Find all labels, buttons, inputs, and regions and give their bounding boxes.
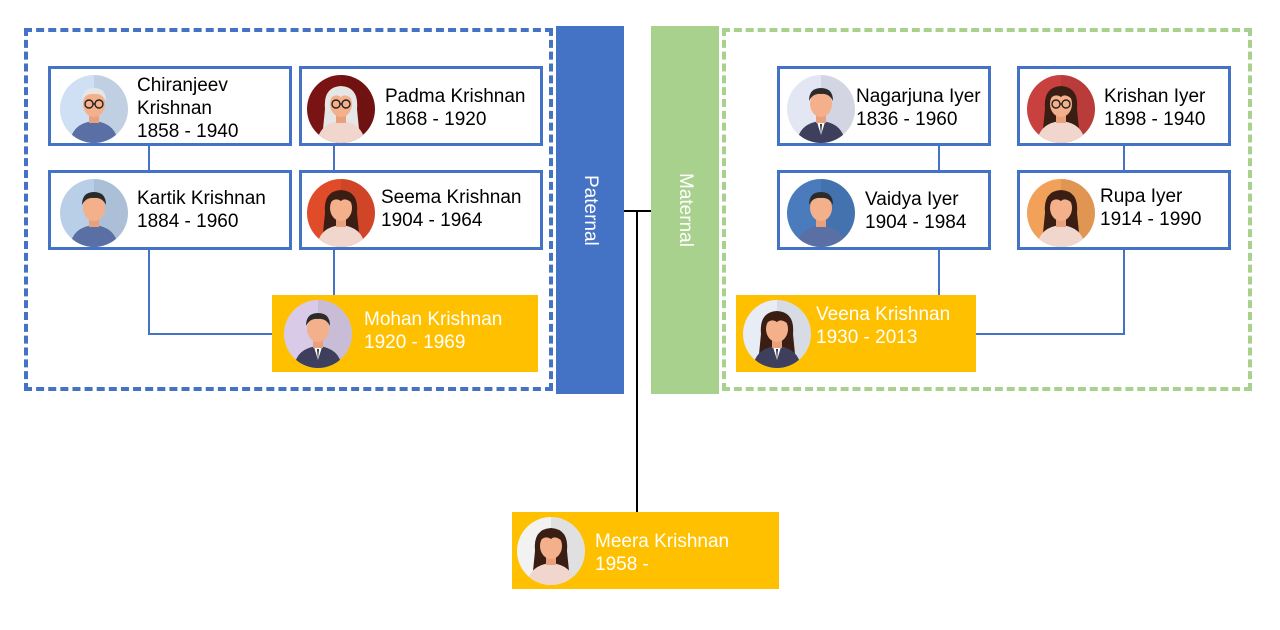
connector-line bbox=[1123, 146, 1125, 171]
paternal-section-frame bbox=[24, 28, 553, 391]
person-card-padma[interactable]: Padma Krishnan 1868 - 1920 bbox=[299, 66, 543, 146]
person-years: 1914 - 1990 bbox=[1100, 209, 1202, 230]
person-years: 1904 - 1984 bbox=[865, 212, 967, 233]
maternal-section-frame bbox=[722, 28, 1252, 391]
man-suit-avatar-icon bbox=[787, 75, 855, 143]
connector-line bbox=[333, 146, 335, 171]
connector-line bbox=[148, 333, 273, 335]
paternal-label: Paternal bbox=[580, 174, 601, 246]
person-years: 1930 - 2013 bbox=[816, 327, 918, 348]
person-name: Meera Krishnan bbox=[595, 531, 730, 552]
person-card-nagarjuna[interactable]: Nagarjuna Iyer 1836 - 1960 bbox=[777, 66, 991, 146]
person-card-kartik[interactable]: Kartik Krishnan 1884 - 1960 bbox=[48, 170, 292, 250]
person-card-chiranjeev[interactable]: Chiranjeev Krishnan 1858 - 1940 bbox=[48, 66, 292, 146]
person-name: Krishan Iyer bbox=[1104, 86, 1206, 107]
woman-avatar-icon bbox=[1027, 179, 1095, 247]
person-name: Nagarjuna Iyer bbox=[856, 86, 981, 107]
elderly-man-avatar-icon bbox=[60, 75, 128, 143]
connector-line bbox=[333, 249, 335, 296]
connector-line bbox=[148, 249, 150, 335]
person-name: Kartik Krishnan bbox=[137, 188, 266, 209]
person-name: Vaidya Iyer bbox=[865, 189, 959, 210]
man-suit-avatar-icon bbox=[284, 300, 352, 368]
person-name: Veena Krishnan bbox=[816, 304, 951, 325]
person-years: 1898 - 1940 bbox=[1104, 109, 1206, 130]
person-name: Rupa Iyer bbox=[1100, 186, 1183, 207]
person-card-vaidya[interactable]: Vaidya Iyer 1904 - 1984 bbox=[777, 170, 991, 250]
maternal-label: Maternal bbox=[675, 173, 696, 247]
girl-avatar-icon bbox=[517, 517, 585, 585]
person-name: Chiranjeev Krishnan bbox=[137, 75, 228, 119]
person-card-krishan[interactable]: Krishan Iyer 1898 - 1940 bbox=[1017, 66, 1231, 146]
man-avatar-icon bbox=[60, 179, 128, 247]
woman-avatar-icon bbox=[307, 179, 375, 247]
person-name: Mohan Krishnan bbox=[364, 309, 503, 330]
woman-glasses-avatar-icon bbox=[1027, 75, 1095, 143]
person-years: 1920 - 1969 bbox=[364, 332, 466, 353]
person-name: Seema Krishnan bbox=[381, 187, 522, 208]
woman-suit-avatar-icon bbox=[743, 300, 811, 368]
person-card-mohan[interactable]: Mohan Krishnan 1920 - 1969 bbox=[272, 295, 538, 372]
person-card-veena[interactable]: Veena Krishnan 1930 - 2013 bbox=[736, 295, 976, 372]
person-card-meera[interactable]: Meera Krishnan 1958 - bbox=[512, 512, 779, 589]
connector-line bbox=[938, 249, 940, 296]
man-avatar-icon bbox=[787, 179, 855, 247]
paternal-label-band: Paternal bbox=[556, 26, 624, 394]
connector-line bbox=[1123, 249, 1125, 335]
person-years: 1884 - 1960 bbox=[137, 211, 239, 232]
connector-line bbox=[148, 146, 150, 171]
person-years: 1836 - 1960 bbox=[856, 109, 958, 130]
person-years: 1958 - bbox=[595, 554, 649, 575]
person-card-seema[interactable]: Seema Krishnan 1904 - 1964 bbox=[299, 170, 543, 250]
person-years: 1858 - 1940 bbox=[137, 121, 239, 142]
child-connector-line bbox=[636, 211, 638, 512]
person-years: 1904 - 1964 bbox=[381, 210, 483, 231]
maternal-label-band: Maternal bbox=[651, 26, 719, 394]
person-card-rupa[interactable]: Rupa Iyer 1914 - 1990 bbox=[1017, 170, 1231, 250]
person-years: 1868 - 1920 bbox=[385, 109, 487, 130]
elderly-woman-avatar-icon bbox=[307, 75, 375, 143]
connector-line bbox=[938, 146, 940, 171]
connector-line bbox=[975, 333, 1125, 335]
person-name: Padma Krishnan bbox=[385, 86, 526, 107]
